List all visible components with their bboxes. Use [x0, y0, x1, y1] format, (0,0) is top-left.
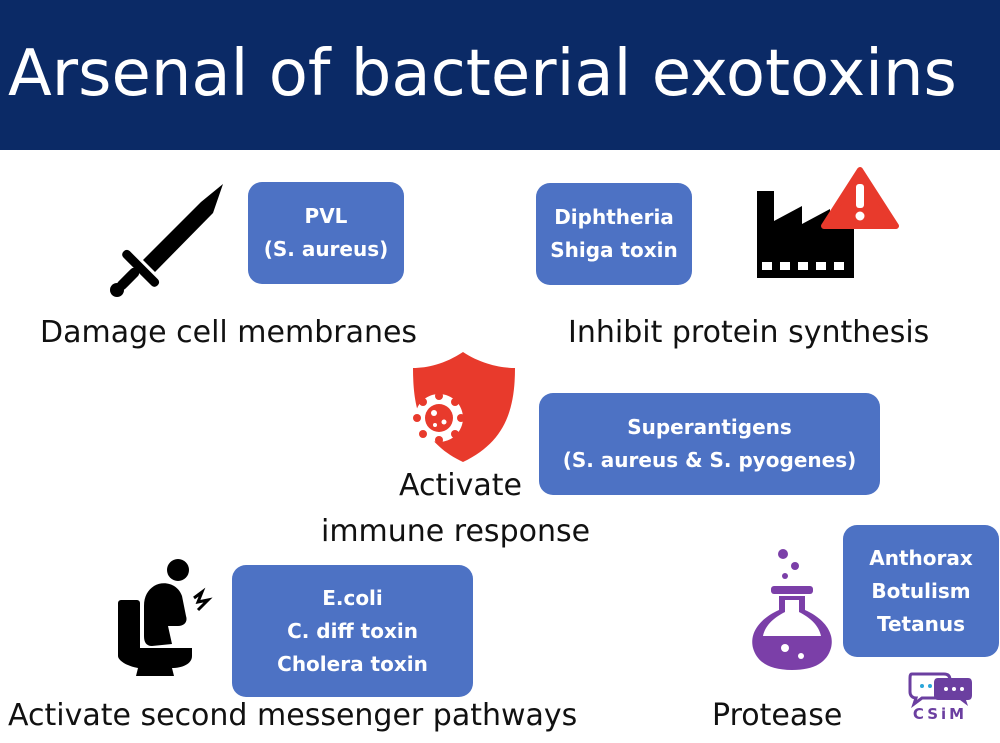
- box-line: C. diff toxin: [287, 618, 418, 643]
- shield-virus-icon: [413, 352, 515, 462]
- box-line: Tetanus: [877, 611, 965, 636]
- csim-logo-text: CSiM: [912, 705, 968, 723]
- pvl-box: PVL (S. aureus): [248, 182, 404, 284]
- toilet-person-icon: [118, 559, 213, 676]
- caption-second-messenger: Activate second messenger pathways: [8, 698, 578, 733]
- caption-activate: Activate: [399, 468, 522, 503]
- box-line: Diphtheria: [554, 205, 674, 229]
- factory-warning-icon: [757, 167, 899, 278]
- superantigens-box: Superantigens (S. aureus & S. pyogenes): [539, 393, 880, 495]
- box-line: Cholera toxin: [277, 651, 428, 676]
- box-line: Botulism: [871, 578, 971, 603]
- caption-immune-response: immune response: [321, 514, 591, 549]
- caption-protease: Protease: [712, 698, 843, 733]
- anthorax-box: Anthorax Botulism Tetanus: [843, 525, 999, 657]
- ecoli-box: E.coli C. diff toxin Cholera toxin: [232, 565, 473, 697]
- chat-bubbles-logo-icon: [908, 672, 972, 708]
- box-line: Superantigens: [627, 415, 792, 439]
- caption-damage-membranes: Damage cell membranes: [40, 315, 418, 350]
- caption-inhibit-protein: Inhibit protein synthesis: [568, 315, 930, 350]
- box-line: E.coli: [322, 585, 383, 610]
- title-bar: Arsenal of bacterial exotoxins: [0, 0, 1000, 150]
- box-line: Shiga toxin: [550, 238, 678, 262]
- slide-title: Arsenal of bacterial exotoxins: [8, 37, 957, 111]
- sword-icon: [110, 184, 223, 297]
- diphtheria-box: Diphtheria Shiga toxin: [536, 183, 692, 285]
- box-line: Anthorax: [869, 545, 973, 570]
- box-line: (S. aureus & S. pyogenes): [562, 448, 857, 472]
- potion-flask-icon: [752, 549, 832, 670]
- box-line: PVL: [304, 204, 348, 228]
- box-line: (S. aureus): [263, 237, 389, 261]
